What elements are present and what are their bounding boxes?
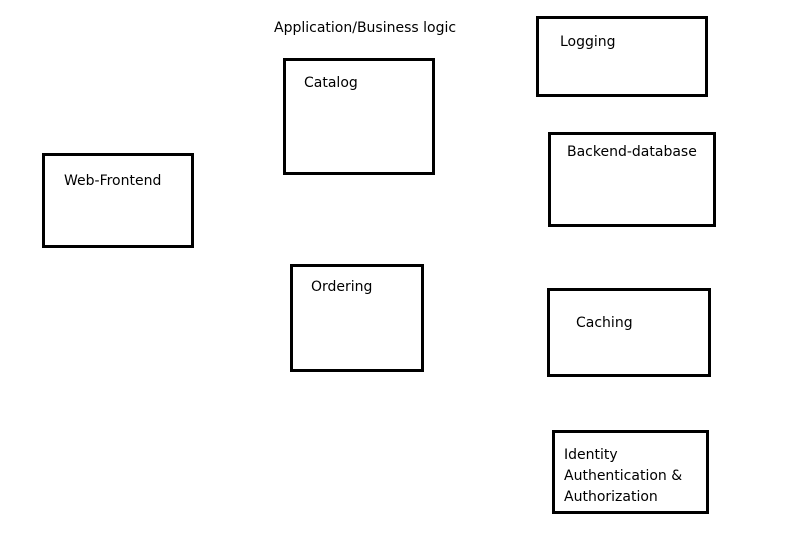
identity-box: Identity Authentication & Authorization [552, 430, 709, 514]
diagram-heading: Application/Business logic [274, 20, 457, 36]
web-frontend-label: Web-Frontend [64, 173, 162, 189]
caching-label: Caching [576, 315, 633, 331]
identity-label-line2: Authentication & [564, 468, 683, 484]
web-frontend-box: Web-Frontend [42, 153, 194, 248]
identity-label-line1: Identity [564, 447, 618, 463]
caching-box: Caching [547, 288, 711, 377]
ordering-label: Ordering [311, 279, 373, 295]
logging-box: Logging [536, 16, 708, 97]
backend-database-label: Backend-database [567, 144, 697, 160]
identity-label: Identity Authentication & Authorization [564, 445, 682, 508]
catalog-label: Catalog [304, 75, 358, 91]
ordering-box: Ordering [290, 264, 424, 372]
logging-label: Logging [560, 34, 616, 50]
backend-database-box: Backend-database [548, 132, 716, 227]
catalog-box: Catalog [283, 58, 435, 175]
identity-label-line3: Authorization [564, 489, 658, 505]
